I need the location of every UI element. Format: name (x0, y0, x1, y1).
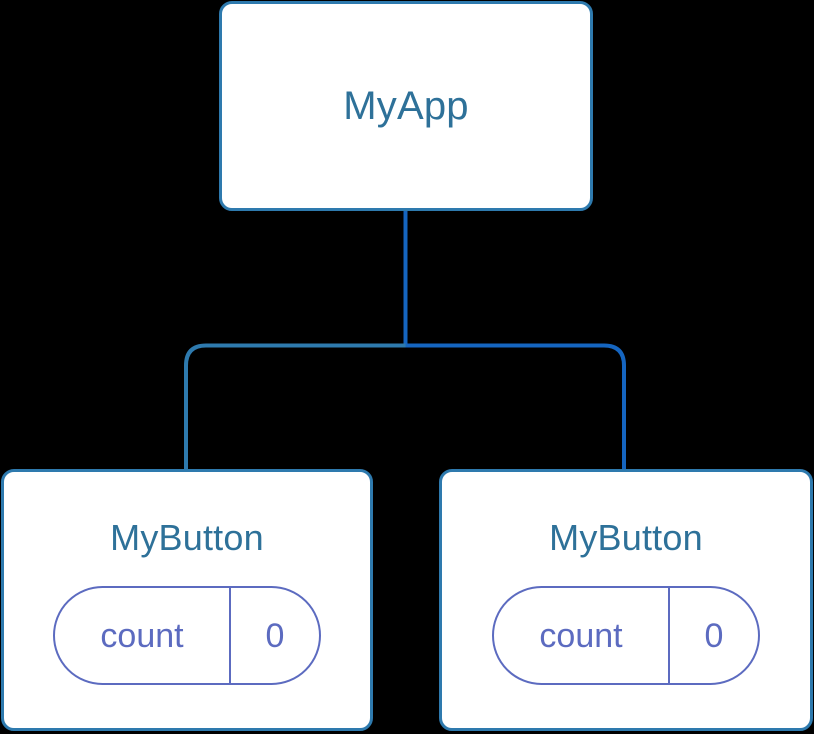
state-key-label-1: count (55, 588, 231, 683)
state-key-label-2: count (494, 588, 670, 683)
node-mybutton-2-title: MyButton (549, 517, 703, 558)
state-pill-count-1[interactable]: count 0 (53, 586, 321, 685)
state-value-label-2: 0 (704, 616, 724, 655)
node-myapp-title: MyApp (343, 84, 469, 128)
node-mybutton-1[interactable]: MyButton count 0 (1, 469, 373, 731)
edge-bus-to-child-left (184, 343, 406, 470)
node-mybutton-2[interactable]: MyButton count 0 (439, 469, 813, 731)
state-value-label-1: 0 (265, 616, 285, 655)
state-pill-count-2[interactable]: count 0 (492, 586, 760, 685)
node-myapp[interactable]: MyApp (219, 1, 593, 211)
edge-bus-to-child-right (405, 343, 626, 470)
node-mybutton-1-title: MyButton (110, 517, 264, 558)
